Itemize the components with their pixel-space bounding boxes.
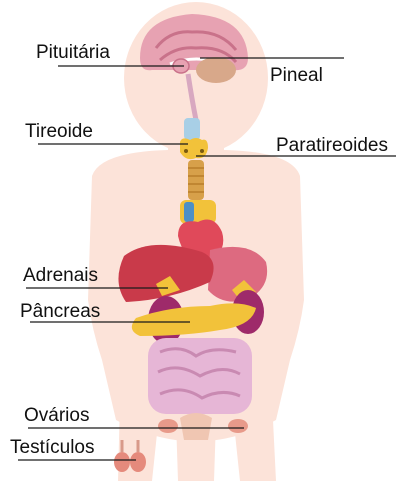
label-ovarios: Ovários — [24, 406, 89, 425]
larynx — [184, 118, 200, 140]
thymus-inner — [184, 202, 194, 222]
label-pituitaria: Pituitária — [36, 43, 110, 62]
ovary — [158, 419, 178, 433]
label-testiculos: Testículos — [10, 438, 94, 457]
label-adrenais: Adrenais — [23, 266, 98, 285]
label-pancreas: Pâncreas — [20, 302, 100, 321]
testicle — [130, 452, 146, 472]
parathyroid-dot — [184, 149, 188, 153]
trachea — [188, 160, 204, 200]
cerebellum — [196, 57, 236, 83]
parathyroid-dot — [200, 149, 204, 153]
label-tireoide: Tireoide — [25, 122, 93, 141]
label-pineal: Pineal — [270, 66, 323, 85]
testicle — [114, 452, 130, 472]
intestines — [148, 338, 252, 414]
ovary — [228, 419, 248, 433]
label-paratireoides: Paratireoides — [276, 136, 388, 155]
uterus — [180, 413, 212, 440]
